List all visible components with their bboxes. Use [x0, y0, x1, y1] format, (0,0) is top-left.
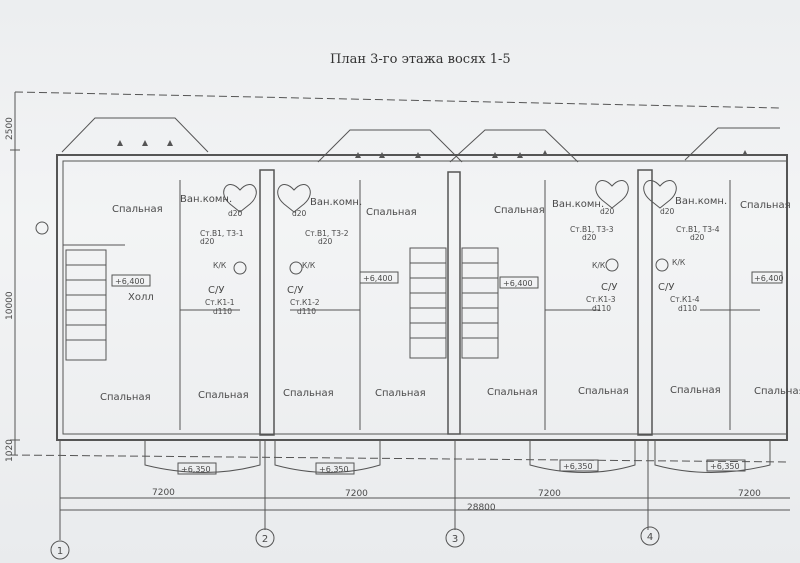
room-label-wc: С/У	[658, 282, 674, 293]
room-label-wc: С/У	[208, 285, 224, 296]
axis-label: 2	[262, 534, 268, 545]
axis-marker-1	[50, 540, 70, 560]
riser-label: Ст.В1, Т3-1	[200, 229, 244, 238]
party-wall-3	[447, 171, 461, 435]
gable-3	[449, 129, 579, 163]
level-mark: +6,400	[754, 274, 784, 283]
riser-label: Ст.В1, Т3-2	[305, 229, 349, 238]
room-label-bathroom: Ван.комн.	[552, 199, 604, 210]
gable-2	[317, 129, 463, 163]
dimension-span: 7200	[345, 489, 368, 499]
bottom-grid-line	[9, 454, 791, 463]
valve-label: К/К	[672, 258, 686, 267]
level-mark: +6,350	[710, 462, 740, 471]
pipe-diameter-label: d110	[297, 307, 316, 316]
pipe-diameter-label: d20	[292, 209, 307, 218]
pipe-diameter-label: d20	[690, 233, 705, 242]
axis-label: 1	[57, 546, 63, 557]
level-mark: +6,400	[503, 279, 533, 288]
bathtub-1	[223, 184, 257, 213]
balcony-3	[529, 440, 636, 473]
party-wall-4	[637, 169, 653, 436]
axis-marker-3	[445, 528, 465, 548]
room-label-wc: С/У	[287, 285, 303, 296]
axis-label: 3	[452, 534, 458, 545]
bathtub-4	[643, 180, 677, 209]
dimension-bottom: 1020	[5, 439, 15, 462]
top-grid-line	[14, 91, 781, 109]
room-label-bathroom: Ван.комн.	[310, 197, 362, 208]
room-label-bedroom: Спальная	[487, 387, 538, 398]
staircase-3	[461, 247, 499, 359]
staircase-1	[65, 249, 107, 361]
level-mark: +6,400	[363, 274, 393, 283]
level-mark: +6,350	[563, 462, 593, 471]
dimension-span: 7200	[738, 489, 761, 499]
room-label-bedroom: Спальная	[100, 392, 151, 403]
dimension-span: 7200	[152, 488, 175, 498]
pipe-diameter-label: d110	[213, 307, 232, 316]
axis-marker-4	[640, 526, 660, 546]
riser-label: Ст.К1-1	[205, 298, 235, 307]
balcony-1	[144, 440, 261, 473]
room-label-bathroom: Ван.комн.	[675, 196, 727, 207]
balcony-4	[654, 440, 771, 473]
room-label-bedroom: Спальная	[494, 205, 545, 216]
plan-title: План 3-го этажа восях 1-5	[330, 52, 511, 67]
bathtub-2	[277, 184, 311, 213]
room-label-bedroom: Спальная	[578, 386, 629, 397]
level-mark: +6,400	[115, 277, 145, 286]
valve-label: К/К	[302, 261, 316, 270]
pipe-diameter-label: d20	[660, 207, 675, 216]
dimension-span: 7200	[538, 489, 561, 499]
riser-label: Ст.В1, Т3-3	[570, 225, 614, 234]
riser-label: Ст.К1-4	[670, 295, 700, 304]
axis-label: 4	[647, 532, 653, 543]
dimension-top: 2500	[5, 117, 15, 140]
valve-label: К/К	[213, 261, 227, 270]
room-label-bedroom: Спальная	[283, 388, 334, 399]
gable-4	[684, 127, 780, 161]
room-label-bedroom: Спальная	[366, 207, 417, 218]
pipe-diameter-label: d20	[228, 209, 243, 218]
level-mark: +6,350	[319, 465, 349, 474]
room-label-bedroom: Спальная	[112, 204, 163, 215]
pipe-diameter-label: d20	[600, 207, 615, 216]
riser-label: Ст.К1-2	[290, 298, 320, 307]
riser-label: Ст.К1-3	[586, 295, 616, 304]
room-label-bedroom: Спальная	[740, 200, 791, 211]
gable-1	[61, 117, 209, 153]
pipe-diameter-label: d20	[200, 237, 215, 246]
wall-node-marker	[35, 221, 49, 235]
dimension-total: 28800	[467, 503, 496, 513]
pipe-diameter-label: d110	[678, 304, 697, 313]
pipe-diameter-label: d20	[318, 237, 333, 246]
pipe-diameter-label: d20	[582, 233, 597, 242]
party-wall-2	[259, 169, 275, 436]
bathtub-3	[595, 180, 629, 209]
room-label-bedroom: Спальная	[375, 388, 426, 399]
room-label-hall: Холл	[128, 292, 154, 303]
valve-label: К/К	[592, 261, 606, 270]
level-mark: +6,350	[181, 465, 211, 474]
room-label-bedroom: Спальная	[198, 390, 249, 401]
room-label-wc: С/У	[601, 282, 617, 293]
dimension-depth: 10000	[5, 291, 15, 320]
axis-marker-2	[255, 528, 275, 548]
pipe-diameter-label: d110	[592, 304, 611, 313]
room-label-bathroom: Ван.комн.	[180, 194, 232, 205]
room-label-bedroom: Спальная	[754, 386, 800, 397]
balcony-2	[274, 440, 381, 473]
staircase-2	[409, 247, 447, 359]
riser-label: Ст.В1, Т3-4	[676, 225, 720, 234]
room-label-bedroom: Спальная	[670, 385, 721, 396]
